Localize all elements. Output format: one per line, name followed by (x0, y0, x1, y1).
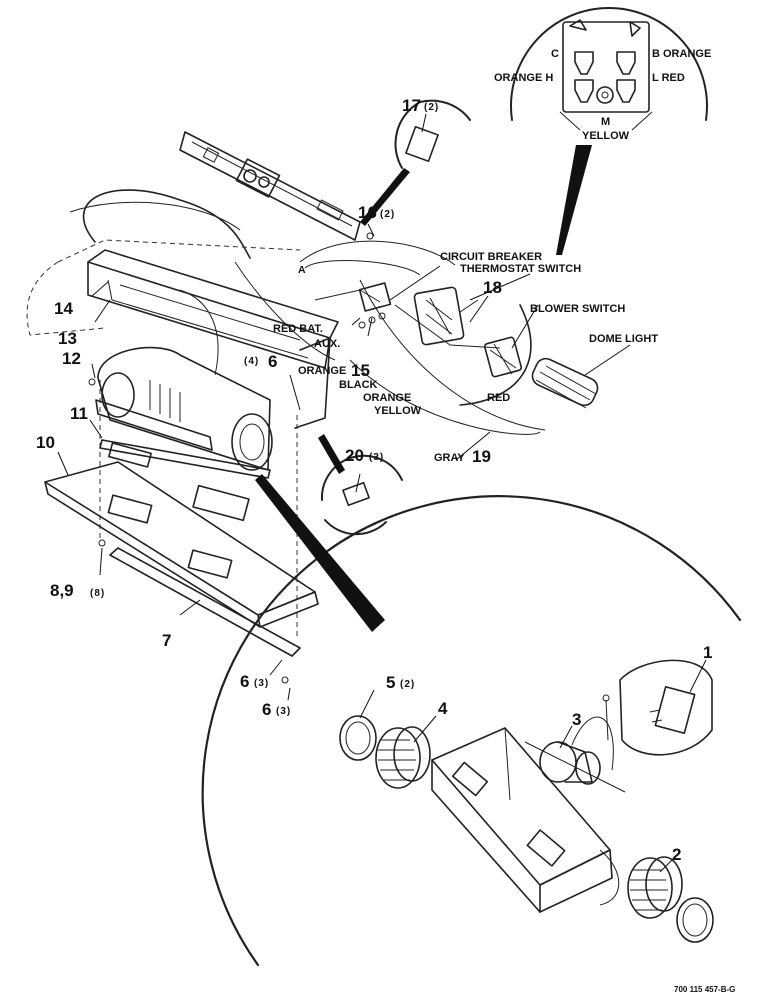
resistor-detail-1 (619, 659, 713, 756)
switch-detail: C B ORANGE ORANGE H L RED M YELLOW (494, 7, 711, 255)
label-circuit-breaker: CIRCUIT BREAKER (440, 251, 542, 263)
footer-code: 700 115 457-B-G (674, 985, 735, 994)
label-thermostat-switch: THERMOSTAT SWITCH (460, 263, 581, 275)
callout-4: 4 (438, 699, 448, 718)
wire-labels: A RED BAT. AUX. ORANGE BLACK ORANGE YELL… (273, 251, 658, 464)
label-orange-15: ORANGE (298, 365, 346, 377)
qty-20: (3) (369, 452, 384, 463)
control-panel-bracket (179, 131, 374, 241)
callout-13: 13 (58, 329, 77, 348)
label-wire-a: A (298, 264, 306, 276)
qty-6-upper: (4) (244, 356, 259, 367)
callout-18: 18 (483, 278, 502, 297)
callout-12: 12 (62, 349, 81, 368)
clip-ring-2 (676, 897, 714, 943)
callout-1: 1 (703, 643, 712, 662)
label-red: RED (487, 392, 510, 404)
qty-5: (2) (400, 679, 415, 690)
callout-6-bottom: 6 (262, 700, 271, 719)
switch-terminal-b-orange: B ORANGE (652, 48, 711, 60)
blower-wheel-2 (627, 856, 683, 919)
label-black: BLACK (339, 379, 378, 391)
blower-assembly (88, 289, 273, 479)
thermostat-switch-18 (413, 286, 479, 346)
callout-15: 15 (351, 361, 370, 380)
callout-17: 17 (402, 96, 421, 115)
callout-7: 7 (162, 631, 171, 650)
callout-10: 10 (36, 433, 55, 452)
callout-5: 5 (386, 673, 395, 692)
callout-11: 11 (70, 404, 88, 423)
label-dome-light: DOME LIGHT (589, 333, 658, 345)
qty-17: (2) (424, 102, 439, 113)
label-orange-2: ORANGE (363, 392, 411, 404)
blower-wheel-4 (375, 726, 431, 789)
callout-20: 20 (345, 446, 364, 465)
label-yellow: YELLOW (374, 405, 422, 417)
housing-frame (87, 249, 339, 429)
label-red-bat: RED BAT. (273, 323, 323, 335)
callout-2: 2 (672, 845, 681, 864)
switch-terminal-orange-h: ORANGE H (494, 72, 553, 84)
switch-terminal-l-red: L RED (652, 72, 685, 84)
qty-6-bottom: (3) (276, 706, 291, 717)
motor-3 (524, 694, 626, 793)
switch-terminal-m: M (601, 116, 610, 128)
clip-ring-5 (339, 715, 377, 761)
callout-19: 19 (472, 447, 491, 466)
blower-switch (483, 336, 523, 378)
callout-6-upper: 6 (268, 352, 277, 371)
switch-terminal-yellow: YELLOW (582, 130, 630, 142)
detail-17 (360, 99, 471, 226)
qty-6-lower: (3) (254, 678, 269, 689)
leader-lines (57, 113, 707, 873)
label-gray: GRAY (434, 452, 465, 464)
switch-terminal-c: C (551, 48, 559, 60)
base-plate (44, 461, 319, 684)
callout-3: 3 (572, 710, 581, 729)
label-blower-switch: BLOWER SWITCH (530, 303, 625, 315)
callout-numbers: 14 13 12 11 10 8,9 (8) 7 6 (3) 6 (3) (4)… (36, 96, 712, 864)
qty-8-9: (8) (90, 588, 105, 599)
wire-harness (69, 189, 546, 435)
label-aux: AUX. (314, 338, 340, 350)
callout-14: 14 (54, 299, 73, 318)
dome-light (531, 357, 599, 409)
blower-exploded-detail (201, 474, 742, 967)
callout-8-9: 8,9 (50, 581, 74, 600)
connector-15 (358, 282, 392, 329)
callout-6-lower: 6 (240, 672, 249, 691)
qty-16: (2) (380, 209, 395, 220)
callout-16: 16 (358, 203, 377, 222)
